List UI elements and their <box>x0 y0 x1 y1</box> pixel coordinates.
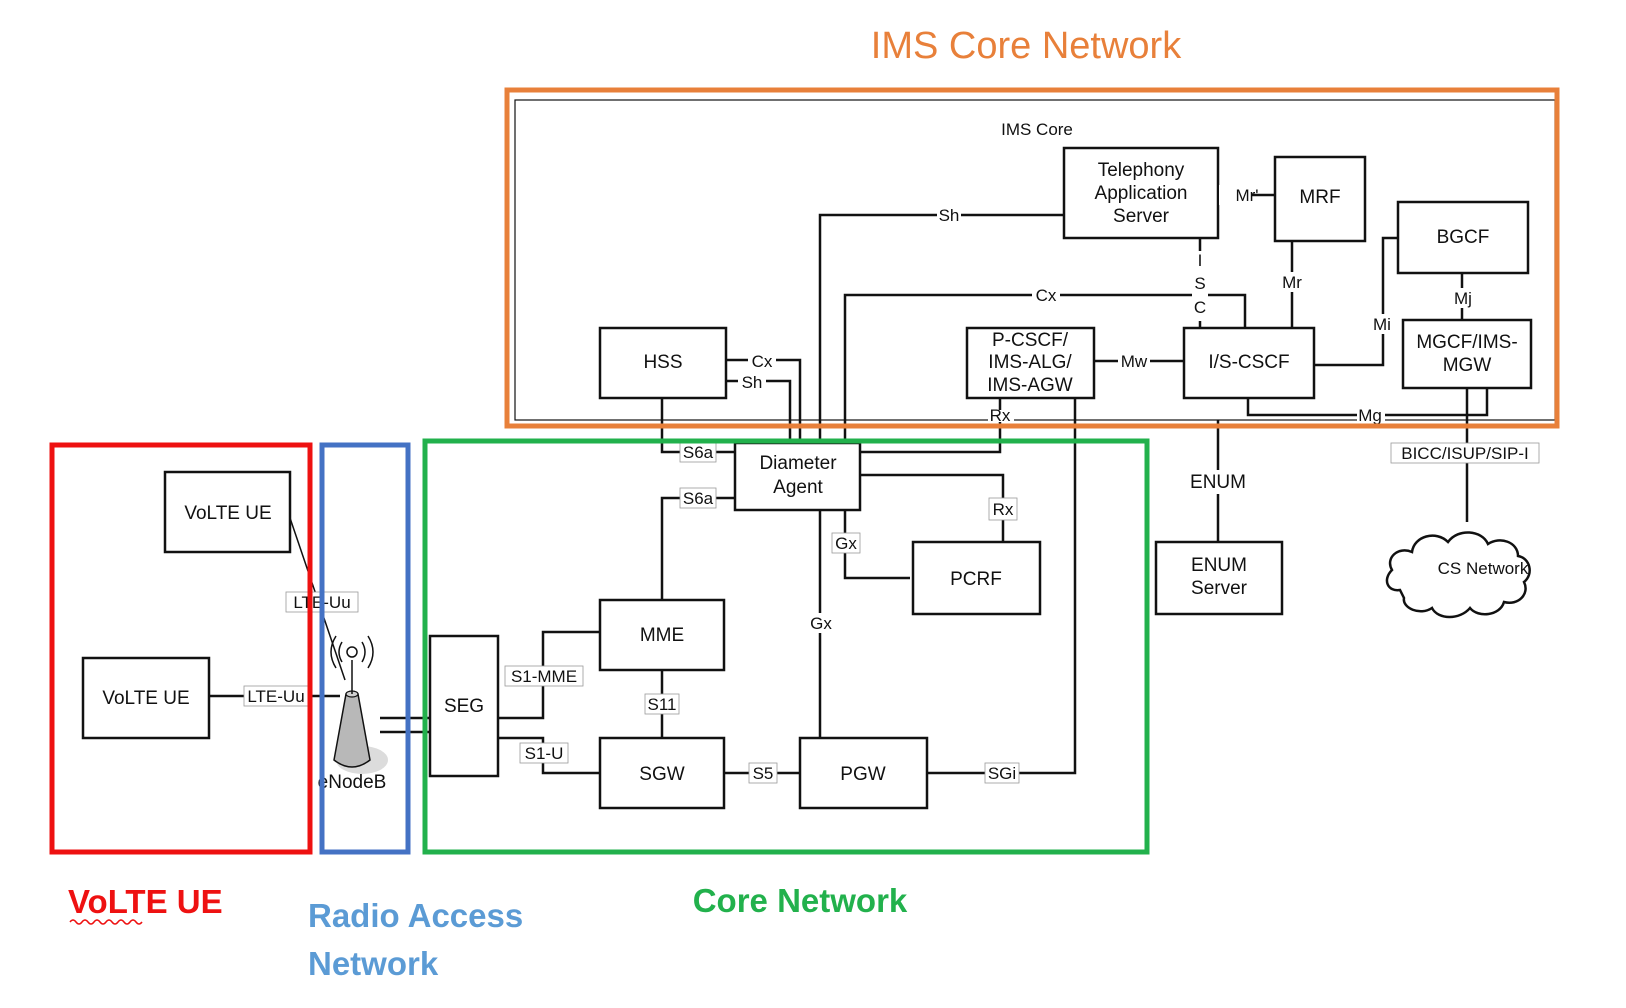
core-network-frame <box>422 438 1150 855</box>
iface-s6a-hss: S6a <box>683 443 714 462</box>
iface-enum: ENUM <box>1190 472 1246 493</box>
iface-cx-hss: Cx <box>752 352 773 371</box>
iface-mr: Mr <box>1282 273 1302 292</box>
iface-mj: Mj <box>1454 289 1472 308</box>
iface-bicc: BICC/ISUP/SIP-I <box>1401 444 1529 463</box>
enodeb-tower-icon <box>330 635 388 774</box>
ims-core-network-title: IMS Core Network <box>871 25 1182 67</box>
iface-gx-pgw: Gx <box>810 614 832 633</box>
tas-label-1: Telephony <box>1098 160 1185 181</box>
mme-label: MME <box>640 625 684 646</box>
spellcheck-underline <box>69 919 143 925</box>
pcscf-label-3: IMS-AGW <box>987 375 1073 396</box>
iface-s6a-mme: S6a <box>683 489 714 508</box>
link-sgi <box>927 398 1077 775</box>
dra-box <box>733 441 862 512</box>
sgw-box <box>598 736 726 810</box>
dra-label-1: Diameter <box>759 453 837 474</box>
iface-lte-uu-2: LTE-Uu <box>247 687 304 706</box>
cs-network-label: CS Network <box>1438 559 1529 578</box>
pcscf-label-1: P-CSCF/ <box>992 330 1069 351</box>
iface-s1-mme: S1-MME <box>511 667 577 686</box>
link-sh-tas <box>818 213 1070 455</box>
mgcf-label-1: MGCF/IMS- <box>1416 332 1517 353</box>
pcrf-label: PCRF <box>950 569 1002 590</box>
volte-ue-frame <box>49 442 313 855</box>
iface-rx-pcrf: Rx <box>993 500 1014 519</box>
iface-isc-s: S <box>1194 274 1205 293</box>
iscscf-label: I/S-CSCF <box>1208 352 1289 373</box>
iface-mw: Mw <box>1121 352 1148 371</box>
bgcf-label: BGCF <box>1437 227 1490 248</box>
enodeb-label: eNodeB <box>318 772 387 793</box>
iface-sh-hss: Sh <box>742 373 763 392</box>
ims-core-inner-label: IMS Core <box>1001 120 1073 139</box>
ue1-label: VoLTE UE <box>184 503 271 524</box>
iface-isc-i: I <box>1198 251 1203 270</box>
link-rx-pcrf <box>860 473 1005 542</box>
iface-rx-pcscf: Rx <box>990 406 1011 425</box>
iface-mg: Mg <box>1358 406 1382 425</box>
link-s6a-mme <box>660 496 735 600</box>
mrf-label: MRF <box>1299 187 1340 208</box>
bgcf-box <box>1396 200 1530 275</box>
pcscf-label-2: IMS-ALG/ <box>988 352 1072 373</box>
mgcf-box <box>1401 318 1533 390</box>
iface-isc-c: C <box>1194 298 1206 317</box>
seg-box <box>428 634 500 778</box>
radio-access-network-frame <box>319 442 411 855</box>
enum-server-label-1: ENUM <box>1191 555 1247 576</box>
region-titles: IMS Core Network VoLTE UE Radio Access N… <box>68 25 1182 982</box>
link-mi <box>1315 236 1398 367</box>
cs-network-cloud <box>1385 531 1531 619</box>
iscscf-box <box>1182 326 1316 400</box>
pgw-label: PGW <box>840 764 885 785</box>
volte-ue-title: VoLTE UE <box>68 883 223 920</box>
region-frames <box>49 87 1560 855</box>
interface-labels: Sh Mr' I S C Mr Cx Mi Mj Cx Sh Mw Mg Rx … <box>243 185 1540 784</box>
dra-label-2: Agent <box>773 477 823 498</box>
hss-label: HSS <box>643 352 682 373</box>
ue2-label: VoLTE UE <box>102 688 189 709</box>
iface-s11: S11 <box>648 695 677 714</box>
mme-box <box>598 598 726 672</box>
iface-sgi: SGi <box>988 764 1016 783</box>
hss-box <box>598 326 728 400</box>
radio-access-network-title-line1: Radio Access <box>308 897 523 934</box>
sgw-label: SGW <box>639 764 684 785</box>
iface-mi: Mi <box>1373 315 1391 334</box>
node-boxes <box>81 99 1556 810</box>
iface-mr-prime: Mr' <box>1235 186 1258 205</box>
radio-access-network-title-line2: Network <box>308 945 439 982</box>
iface-sh-tas: Sh <box>939 206 960 225</box>
mrf-box <box>1273 155 1367 243</box>
enum-server-box <box>1154 540 1284 616</box>
pgw-box <box>798 736 929 810</box>
mgcf-label-2: MGW <box>1443 355 1492 376</box>
iface-cx-top: Cx <box>1036 286 1057 305</box>
pcrf-box <box>911 540 1042 616</box>
iface-s1-u: S1-U <box>525 744 564 763</box>
core-network-title: Core Network <box>693 882 908 919</box>
node-labels: IMS Core Telephony Application Server MR… <box>102 120 1528 793</box>
ims-core-network-frame <box>504 87 1560 429</box>
ue2-box <box>81 656 211 740</box>
iface-gx-pcrf: Gx <box>835 534 857 553</box>
pcscf-box <box>965 326 1096 400</box>
ue1-box <box>163 470 292 554</box>
tas-label-2: Application <box>1095 183 1188 204</box>
seg-label: SEG <box>444 696 484 717</box>
tas-label-3: Server <box>1113 206 1170 227</box>
iface-s5: S5 <box>753 764 774 783</box>
tas-box <box>1062 146 1220 240</box>
enum-server-label-2: Server <box>1191 578 1248 599</box>
